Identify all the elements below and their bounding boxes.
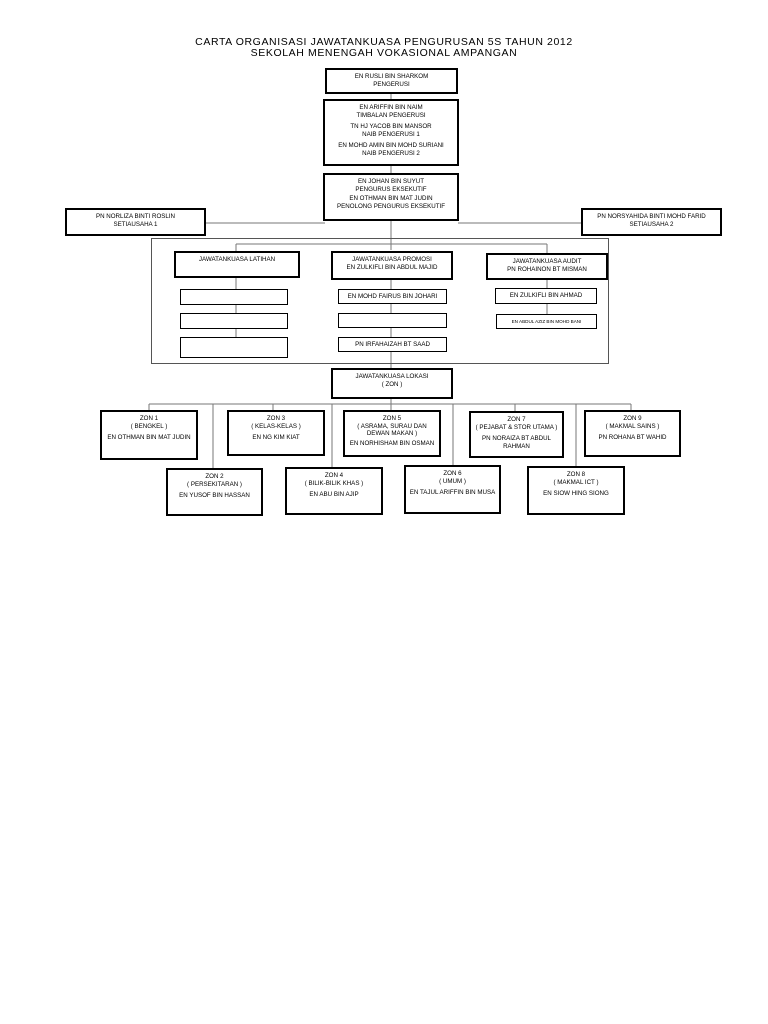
secretary2-box: PN NORSYAHIDA BINTI MOHD FARID SETIAUSAH… xyxy=(581,208,722,236)
zone-3-label: ZON 3 xyxy=(266,415,286,422)
zone-6-person: EN TAJUL ARIFFIN BIN MUSA xyxy=(409,489,496,497)
chairman-role: PENGERUSI xyxy=(373,80,410,88)
secretary2-name: PN NORSYAHIDA BINTI MOHD FARID xyxy=(597,213,706,220)
location-committee-title: JAWATANKUASA LOKASI xyxy=(355,373,429,380)
zone-1-label: ZON 1 xyxy=(139,415,159,422)
promosi-member-box-1: EN MOHD FAIRUS BIN JOHARI xyxy=(338,289,447,304)
zone-6-area: ( UMUM ) xyxy=(439,477,466,485)
deputies-box: EN ARIFFIN BIN NAIM TIMBALAN PENGERUSI T… xyxy=(323,99,459,166)
audit-head: PN ROHAINON BT MISMAN xyxy=(507,265,587,273)
assistant-executive-role: PENOLONG PENGURUS EKSEKUTIF xyxy=(337,202,445,210)
vice1-name: TN HJ YACOB BIN MANSOR xyxy=(350,123,432,131)
zone-4-area: ( BILIK-BILIK KHAS ) xyxy=(304,479,364,487)
chart-subtitle: SEKOLAH MENENGAH VOKASIONAL AMPANGAN xyxy=(250,47,518,59)
zone-5-box: ZON 5 ( ASRAMA, SURAU DAN DEWAN MAKAN ) … xyxy=(343,410,441,457)
zone-6-label: ZON 6 xyxy=(443,470,462,477)
zone-8-area: ( MAKMAL ICT ) xyxy=(553,478,599,486)
promosi-head: EN ZULKIFLI BIN ABDUL MAJID xyxy=(346,263,438,271)
zone-9-box: ZON 9 ( MAKMAL SAINS ) PN ROHANA BT WAHI… xyxy=(584,410,681,457)
zone-9-area: ( MAKMAL SAINS ) xyxy=(605,422,660,430)
latihan-committee-box: JAWATANKUASA LATIHAN xyxy=(174,251,300,278)
secretary1-box: PN NORLIZA BINTI ROSLIN SETIAUSAHA 1 xyxy=(65,208,206,236)
audit-title: JAWATANKUASA AUDIT xyxy=(512,258,582,265)
zone-7-person-line2: RAHMAN xyxy=(503,442,530,450)
zone-2-area: ( PERSEKITARAN ) xyxy=(187,480,242,488)
zone-1-person: EN OTHMAN BIN MAT JUDIN xyxy=(107,434,191,442)
zone-7-box: ZON 7 ( PEJABAT & STOR UTAMA ) PN NORAIZ… xyxy=(469,411,564,458)
vice2-role: NAIB PENGERUSI 2 xyxy=(362,149,420,157)
zone-5-area-line2: DEWAN MAKAN ) xyxy=(366,430,418,438)
zone-9-person: PN ROHANA BT WAHID xyxy=(598,434,667,442)
zone-8-box: ZON 8 ( MAKMAL ICT ) EN SIOW HING SIONG xyxy=(527,466,625,515)
zone-6-box: ZON 6 ( UMUM ) EN TAJUL ARIFFIN BIN MUSA xyxy=(404,465,501,514)
secretary1-name: PN NORLIZA BINTI ROSLIN xyxy=(95,213,176,220)
zone-5-person: EN NORHISHAM BIN OSMAN xyxy=(349,439,435,447)
audit-member-1: EN ZULKIFLI BIN AHMAD xyxy=(509,292,583,300)
deputy-name: EN ARIFFIN BIN NAIM xyxy=(359,104,423,111)
latihan-title: JAWATANKUASA LATIHAN xyxy=(198,256,276,263)
promosi-committee-box: JAWATANKUASA PROMOSI EN ZULKIFLI BIN ABD… xyxy=(331,251,453,280)
zone-1-box: ZON 1 ( BENGKEL ) EN OTHMAN BIN MAT JUDI… xyxy=(100,410,198,460)
zone-3-area: ( KELAS-KELAS ) xyxy=(251,422,301,430)
zone-4-person: EN ABU BIN AJIP xyxy=(309,491,359,499)
assistant-executive-name: EN OTHMAN BIN MAT JUDIN xyxy=(349,195,433,203)
zone-4-label: ZON 4 xyxy=(324,472,344,479)
executive-role: PENGURUS EKSEKUTIF xyxy=(355,185,427,193)
zone-3-box: ZON 3 ( KELAS-KELAS ) EN NG KIM KIAT xyxy=(227,410,325,456)
chart-title: CARTA ORGANISASI JAWATANKUASA PENGURUSAN… xyxy=(195,36,573,48)
promosi-member-box-3: PN IRFAHAIZAH BT SAAD xyxy=(338,337,447,352)
committees-frame xyxy=(151,238,609,364)
audit-committee-box: JAWATANKUASA AUDIT PN ROHAINON BT MISMAN xyxy=(486,253,608,280)
promosi-member-3: PN IRFAHAIZAH BT SAAD xyxy=(355,340,430,348)
latihan-member-box-1 xyxy=(180,289,288,305)
chairman-name: EN RUSLI BIN SHARKOM xyxy=(354,73,429,80)
zone-7-person: PN NORAIZA BT ABDUL xyxy=(482,435,551,443)
zone-4-box: ZON 4 ( BILIK-BILIK KHAS ) EN ABU BIN AJ… xyxy=(285,467,383,515)
zone-2-label: ZON 2 xyxy=(205,473,224,480)
promosi-member-1: EN MOHD FAIRUS BIN JOHARI xyxy=(347,292,438,300)
deputy-role: TIMBALAN PENGERUSI xyxy=(356,111,426,119)
location-committee-subtitle: ( ZON ) xyxy=(381,380,403,388)
zone-5-area: ( ASRAMA, SURAU DAN xyxy=(357,422,427,430)
executive-box: EN JOHAN BIN SUYUT PENGURUS EKSEKUTIF EN… xyxy=(323,173,459,221)
zone-7-area: ( PEJABAT & STOR UTAMA ) xyxy=(475,423,558,431)
promosi-title: JAWATANKUASA PROMOSI xyxy=(352,256,432,263)
zone-2-box: ZON 2 ( PERSEKITARAN ) EN YUSOF BIN HASS… xyxy=(166,468,263,516)
audit-member-box-2: EN ABDUL AZIZ BIN MOHD BANI xyxy=(496,314,597,329)
zone-7-label: ZON 7 xyxy=(507,416,526,423)
audit-member-box-1: EN ZULKIFLI BIN AHMAD xyxy=(495,288,597,304)
zone-3-person: EN NG KIM KIAT xyxy=(252,434,300,442)
secretary1-role: SETIAUSAHA 1 xyxy=(113,220,158,228)
executive-name: EN JOHAN BIN SUYUT xyxy=(357,178,424,185)
zone-8-label: ZON 8 xyxy=(566,471,586,478)
latihan-member-box-2 xyxy=(180,313,288,329)
location-committee-box: JAWATANKUASA LOKASI ( ZON ) xyxy=(331,368,453,399)
latihan-member-box-3 xyxy=(180,337,288,358)
promosi-member-box-2 xyxy=(338,313,447,328)
vice1-role: NAIB PENGERUSI 1 xyxy=(362,130,420,138)
zone-8-person: EN SIOW HING SIONG xyxy=(543,490,609,498)
secretary2-role: SETIAUSAHA 2 xyxy=(629,220,674,228)
zone-9-label: ZON 9 xyxy=(623,415,642,422)
zone-1-area: ( BENGKEL ) xyxy=(130,422,168,430)
zone-2-person: EN YUSOF BIN HASSAN xyxy=(179,492,250,500)
audit-member-2: EN ABDUL AZIZ BIN MOHD BANI xyxy=(511,318,582,324)
vice2-name: EN MOHD AMIN BIN MOHD SURIANI xyxy=(338,142,444,150)
chairman-box: EN RUSLI BIN SHARKOM PENGERUSI xyxy=(325,68,458,94)
zone-5-label: ZON 5 xyxy=(382,415,402,422)
